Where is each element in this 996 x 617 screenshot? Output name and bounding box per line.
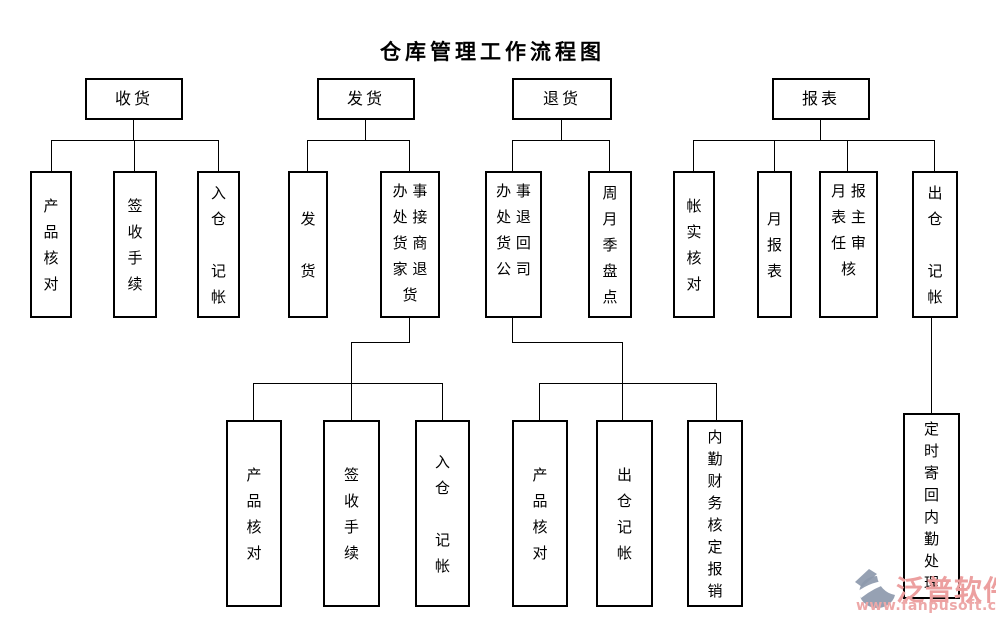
node-return: 退货 — [512, 78, 612, 120]
node-return-periodic-stocktake: 周 月 季 盘 点 — [588, 171, 632, 318]
node-receive-instock-bookkeeping: 入 仓 记 帐 — [197, 171, 240, 318]
watermark-url: www.fanpusoft.com — [856, 598, 996, 614]
connector-line — [365, 119, 366, 141]
node-ship-sub-sign-procedure: 签 收 手 续 — [323, 420, 380, 607]
connector-line — [609, 140, 610, 171]
connector-line — [133, 119, 134, 141]
connector-line — [622, 383, 623, 420]
connector-line — [351, 342, 352, 384]
connector-line — [307, 140, 410, 141]
node-report-outstock-bookkeeping: 出 仓 记 帐 — [912, 171, 958, 318]
connector-line — [409, 140, 410, 171]
node-ship-sub-instock-bookkeeping: 入 仓 记 帐 — [415, 420, 470, 607]
node-receive: 收货 — [85, 78, 183, 120]
node-report: 报表 — [772, 78, 870, 120]
connector-line — [693, 140, 694, 171]
connector-line — [539, 383, 540, 420]
connector-line — [934, 140, 935, 171]
node-receive-product-check: 产 品 核 对 — [30, 171, 72, 318]
connector-line — [51, 140, 52, 171]
diagram-title: 仓库管理工作流程图 — [380, 40, 605, 64]
connector-line — [622, 342, 623, 384]
connector-line — [512, 140, 513, 171]
node-timed-mail-back: 定 时 寄 回 内 勤 处 理 — [903, 413, 960, 599]
connector-line — [253, 383, 443, 384]
connector-line — [307, 140, 308, 171]
node-receive-sign-procedure: 签 收 手 续 — [113, 171, 157, 318]
node-return-sub-finance-reimburse: 内 勤 财 务 核 定 报 销 — [687, 420, 743, 607]
connector-line — [693, 140, 935, 141]
node-return-sub-product-check: 产 品 核 对 — [512, 420, 568, 607]
node-report-account-verify: 帐 实 核 对 — [673, 171, 715, 318]
connector-line — [351, 383, 352, 420]
connector-line — [539, 383, 717, 384]
node-report-director-review: 月 报 表 主 任 审 核 — [819, 171, 878, 318]
connector-line — [134, 140, 135, 171]
fanpu-logo-icon — [855, 569, 899, 608]
connector-line — [351, 342, 410, 343]
connector-line — [51, 140, 219, 141]
connector-line — [716, 383, 717, 420]
connector-line — [561, 120, 562, 141]
connector-line — [218, 140, 219, 171]
connector-line — [820, 120, 821, 141]
connector-line — [931, 318, 932, 413]
connector-line — [774, 140, 775, 171]
node-report-monthly: 月 报 表 — [757, 171, 792, 318]
connector-line — [253, 383, 254, 420]
connector-line — [512, 140, 610, 141]
node-return-office-return-to-company: 办 事 处 退 货 回 公 司 — [485, 171, 542, 318]
connector-line — [512, 318, 513, 343]
node-ship-dispatch: 发 货 — [288, 171, 328, 318]
connector-line — [512, 342, 623, 343]
connector-line — [409, 318, 410, 343]
node-ship-sub-product-check: 产 品 核 对 — [226, 420, 282, 607]
node-ship: 发货 — [317, 78, 415, 120]
node-return-sub-outstock-bookkeeping: 出 仓 记 帐 — [596, 420, 653, 607]
connector-line — [442, 383, 443, 420]
connector-line — [847, 140, 848, 171]
node-ship-office-receive-merchant-returns: 办 事 处 接 货 商 家 退 货 — [380, 171, 440, 318]
